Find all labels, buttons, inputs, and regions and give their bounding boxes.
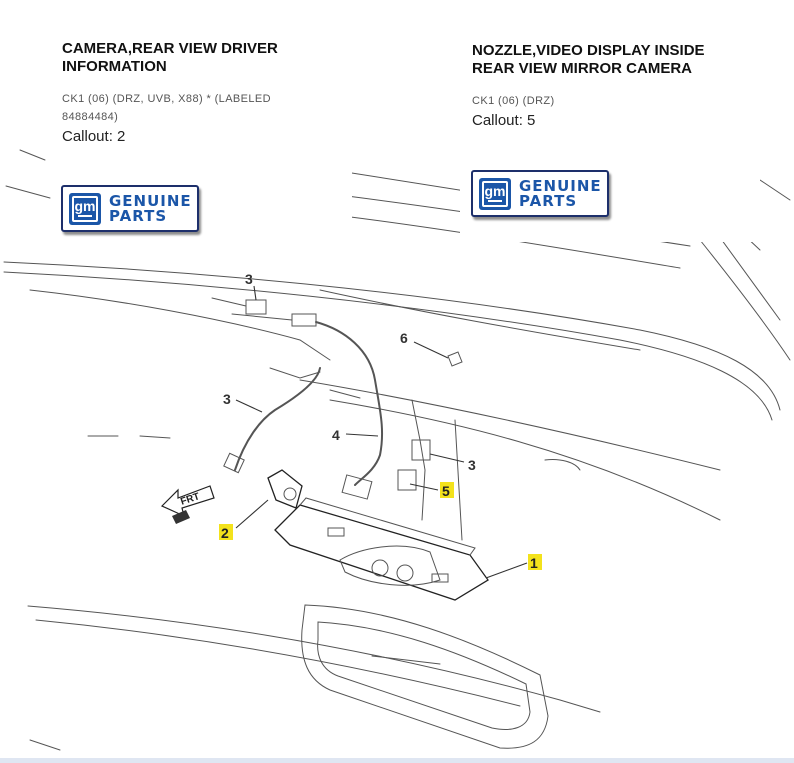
callout-highlight	[528, 554, 542, 570]
body-outline	[299, 379, 721, 471]
leader-line	[409, 483, 439, 491]
part-title: NOZZLE,VIDEO DISPLAY INSIDE REAR VIEW MI…	[472, 42, 760, 78]
body-outline	[759, 179, 791, 201]
body-outline	[329, 399, 721, 521]
part-title-line: CAMERA,REAR VIEW DRIVER	[62, 40, 278, 57]
mount-tab	[327, 527, 345, 537]
leader-line	[485, 562, 528, 579]
harness-wire	[231, 313, 293, 321]
plate-recess	[317, 621, 531, 730]
genuine-parts-badge[interactable]: gm GENUINE PARTS	[471, 170, 609, 217]
part-title: CAMERA,REAR VIEW DRIVER INFORMATION	[62, 40, 352, 76]
harness-wire	[234, 367, 321, 471]
leader-line	[345, 433, 379, 437]
body-outline	[319, 289, 641, 351]
body-outline	[544, 459, 581, 471]
connector	[223, 452, 245, 474]
mount-tab	[431, 573, 449, 583]
genuine-parts-badge[interactable]: gm GENUINE PARTS	[61, 185, 199, 232]
leader-line	[413, 341, 449, 359]
badge-text: GENUINE PARTS	[109, 194, 192, 224]
part-title-line: REAR VIEW MIRROR CAMERA	[472, 60, 692, 77]
trim-molding	[339, 545, 441, 586]
leader-line	[235, 499, 269, 529]
badge-line: GENUINE	[519, 177, 602, 195]
camera-housing	[267, 469, 303, 509]
connector	[397, 469, 417, 491]
leader-line	[429, 453, 465, 463]
body-outline	[454, 419, 463, 541]
callout-2: 2	[221, 525, 229, 541]
callout-3: 3	[245, 271, 253, 287]
leader-line	[253, 285, 257, 301]
badge-text: GENUINE PARTS	[519, 179, 602, 209]
plate-recess	[301, 604, 549, 749]
retainer	[329, 389, 361, 399]
callout-highlight	[219, 524, 233, 540]
retainer	[269, 367, 321, 379]
part-title-line: INFORMATION	[62, 58, 167, 75]
gm-logo-text: gm	[72, 196, 98, 222]
body-outline	[29, 739, 61, 751]
front-direction-arrow: FRT	[160, 485, 215, 524]
body-outline	[139, 435, 171, 439]
body-outline	[3, 261, 781, 411]
bottom-scroll-strip	[0, 758, 794, 763]
harness-wire	[211, 297, 247, 307]
lamp-lens	[371, 559, 389, 577]
callout-5: 5	[442, 483, 450, 499]
callout-highlight	[440, 482, 454, 498]
body-outline	[29, 289, 331, 361]
connector	[411, 439, 431, 461]
connector	[291, 313, 317, 327]
camera-lens	[283, 487, 297, 501]
front-label: FRT	[179, 491, 201, 507]
part-details-line: 84884484)	[62, 111, 119, 123]
trim-molding	[299, 497, 476, 556]
retainer	[447, 351, 463, 367]
harness-wire	[315, 321, 384, 486]
part-details-line: CK1 (06) (DRZ)	[472, 95, 555, 107]
connector	[245, 299, 267, 315]
body-outline	[19, 149, 46, 161]
harness-wire	[411, 399, 426, 521]
gm-logo-icon: gm	[69, 193, 101, 225]
part-title-line: NOZZLE,VIDEO DISPLAY INSIDE	[472, 42, 705, 59]
gm-logo-text: gm	[482, 181, 508, 207]
trim-molding	[274, 504, 489, 601]
badge-line: PARTS	[519, 192, 578, 210]
body-outline	[3, 271, 773, 421]
connector	[341, 474, 373, 500]
body-outline	[5, 185, 51, 199]
part-details-line: CK1 (06) (DRZ, UVB, X88) * (LABELED	[62, 93, 272, 105]
body-outline	[699, 239, 791, 361]
part-callout: Callout: 5	[472, 112, 536, 129]
body-outline	[35, 619, 521, 707]
badge-line: GENUINE	[109, 192, 192, 210]
part-card-camera: CAMERA,REAR VIEW DRIVER INFORMATION CK1 …	[52, 30, 352, 240]
callout-3: 3	[468, 457, 476, 473]
part-callout: Callout: 2	[62, 128, 126, 145]
badge-line: PARTS	[109, 207, 168, 225]
part-card-nozzle: NOZZLE,VIDEO DISPLAY INSIDE REAR VIEW MI…	[460, 30, 760, 242]
leader-line	[235, 399, 263, 413]
lamp-lens	[396, 564, 414, 582]
callout-1: 1	[530, 555, 538, 571]
callout-6: 6	[400, 330, 408, 346]
plate-recess	[371, 655, 441, 665]
callout-3: 3	[223, 391, 231, 407]
part-details: CK1 (06) (DRZ)	[472, 92, 760, 110]
gm-logo-icon: gm	[479, 178, 511, 210]
body-outline	[27, 605, 601, 713]
part-details: CK1 (06) (DRZ, UVB, X88) * (LABELED 8488…	[62, 90, 352, 126]
callout-4: 4	[332, 427, 340, 443]
